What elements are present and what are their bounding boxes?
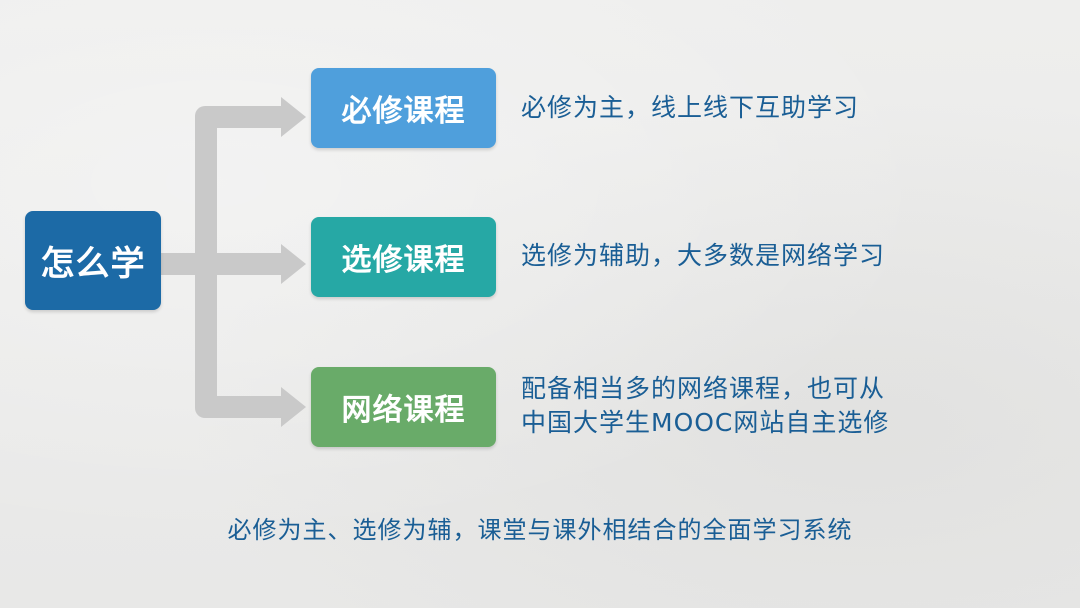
- branch-node-elective-courses: 选修课程: [311, 217, 496, 297]
- branch-node-label: 选修课程: [341, 243, 466, 278]
- arrow-head-2: [281, 244, 306, 284]
- description-line: 选修为辅助，大多数是网络学习: [521, 241, 886, 270]
- branch-node-label: 必修课程: [341, 94, 466, 129]
- branch-node-online-courses: 网络课程: [311, 367, 496, 447]
- arrow-shaft-3: [205, 396, 283, 418]
- description-line: 必修为主，线上线下互助学习: [521, 93, 860, 122]
- arrow-head-3: [281, 387, 306, 427]
- root-node: 怎么学: [25, 211, 161, 310]
- root-node-label: 怎么学: [40, 244, 146, 284]
- description-line: 配备相当多的网络课程，也可从: [521, 374, 886, 403]
- summary-caption: 必修为主、选修为辅，课堂与课外相结合的全面学习系统: [227, 516, 853, 544]
- arrow-shaft-2: [205, 253, 283, 275]
- root-connector: [160, 253, 205, 275]
- description-line: 中国大学生MOOC网站自主选修: [521, 408, 890, 437]
- branch-node-required-courses: 必修课程: [311, 68, 496, 148]
- branch-description-elective-courses: 选修为辅助，大多数是网络学习: [521, 239, 885, 273]
- arrow-shaft-1: [205, 106, 283, 128]
- arrow-head-1: [281, 97, 306, 137]
- branch-description-online-courses: 配备相当多的网络课程，也可从 中国大学生MOOC网站自主选修: [521, 372, 889, 440]
- branch-description-required-courses: 必修为主，线上线下互助学习: [521, 91, 859, 125]
- branch-node-label: 网络课程: [341, 393, 466, 428]
